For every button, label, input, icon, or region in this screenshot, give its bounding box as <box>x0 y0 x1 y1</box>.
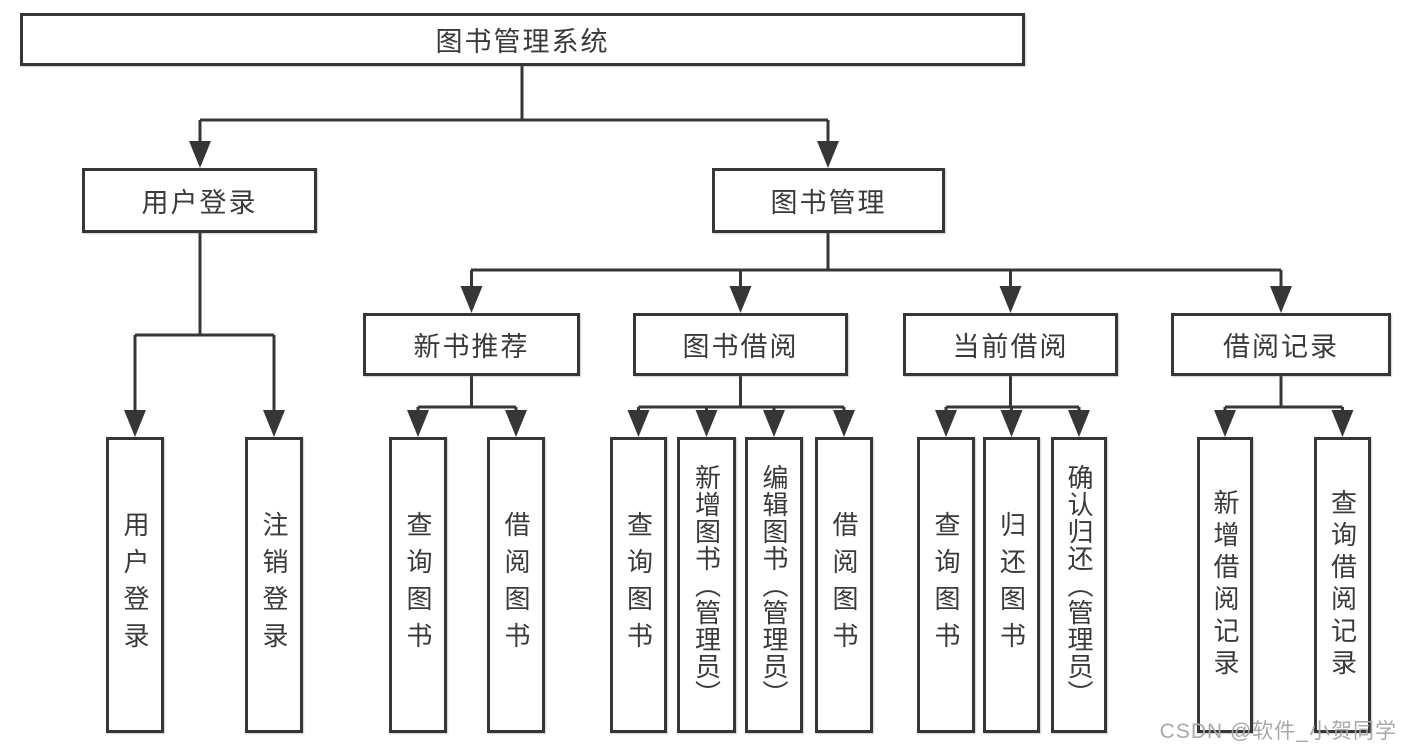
node-current-borrowing-label: 当前借阅 <box>952 332 1069 362</box>
node-user-login-label: 用户登录 <box>141 188 258 218</box>
leaf-query-books-1-label: 查询图书 <box>403 511 433 659</box>
leaf-query-books-3: 查询图书 <box>917 437 975 733</box>
leaf-edit-books-admin-label: 编辑图书（管理员） <box>759 463 789 707</box>
node-book-borrowing-label: 图书借阅 <box>682 332 799 362</box>
leaf-query-borrow-record: 查询借阅记录 <box>1314 437 1371 733</box>
leaf-logout: 注销登录 <box>245 437 303 733</box>
node-borrow-records: 借阅记录 <box>1171 313 1391 376</box>
arrow-heads <box>124 141 1354 437</box>
node-root-label: 图书管理系统 <box>435 27 610 57</box>
leaf-user-login: 用户登录 <box>106 437 164 733</box>
node-new-book-recommend: 新书推荐 <box>363 313 580 376</box>
leaf-return-books: 归还图书 <box>983 437 1040 733</box>
leaf-add-books-admin: 新增图书（管理员） <box>677 437 736 733</box>
watermark-text: CSDN @软件_小贺同学 <box>1159 720 1397 743</box>
node-root: 图书管理系统 <box>20 13 1025 66</box>
node-user-login: 用户登录 <box>82 168 317 233</box>
leaf-logout-label: 注销登录 <box>259 511 289 659</box>
leaf-borrow-books-2: 借阅图书 <box>815 437 873 733</box>
leaf-edit-books-admin: 编辑图书（管理员） <box>745 437 803 733</box>
leaf-user-login-label: 用户登录 <box>120 511 150 659</box>
node-book-management-label: 图书管理 <box>770 188 887 218</box>
leaf-query-books-2-label: 查询图书 <box>623 511 654 659</box>
leaf-confirm-return-admin-label: 确认归还（管理员） <box>1064 463 1094 707</box>
leaf-query-books-1: 查询图书 <box>389 437 447 733</box>
leaf-query-borrow-record-label: 查询借阅记录 <box>1327 489 1358 681</box>
node-new-book-recommend-label: 新书推荐 <box>413 332 530 362</box>
leaf-query-books-2: 查询图书 <box>610 437 667 733</box>
leaf-query-books-3-label: 查询图书 <box>931 511 961 659</box>
leaf-add-borrow-record-label: 新增借阅记录 <box>1210 489 1240 681</box>
leaf-borrow-books-1: 借阅图书 <box>487 437 545 733</box>
connector-paths <box>133 66 1344 411</box>
leaf-borrow-books-1-label: 借阅图书 <box>501 511 531 659</box>
node-current-borrowing: 当前借阅 <box>903 313 1118 376</box>
leaf-borrow-books-2-label: 借阅图书 <box>829 511 859 659</box>
leaf-confirm-return-admin: 确认归还（管理员） <box>1051 437 1107 733</box>
node-borrow-records-label: 借阅记录 <box>1223 332 1339 362</box>
leaf-add-books-admin-label: 新增图书（管理员） <box>691 463 722 707</box>
node-book-borrowing: 图书借阅 <box>633 313 848 376</box>
leaf-add-borrow-record: 新增借阅记录 <box>1197 437 1253 733</box>
leaf-return-books-label: 归还图书 <box>996 511 1027 659</box>
node-book-management: 图书管理 <box>712 168 945 233</box>
